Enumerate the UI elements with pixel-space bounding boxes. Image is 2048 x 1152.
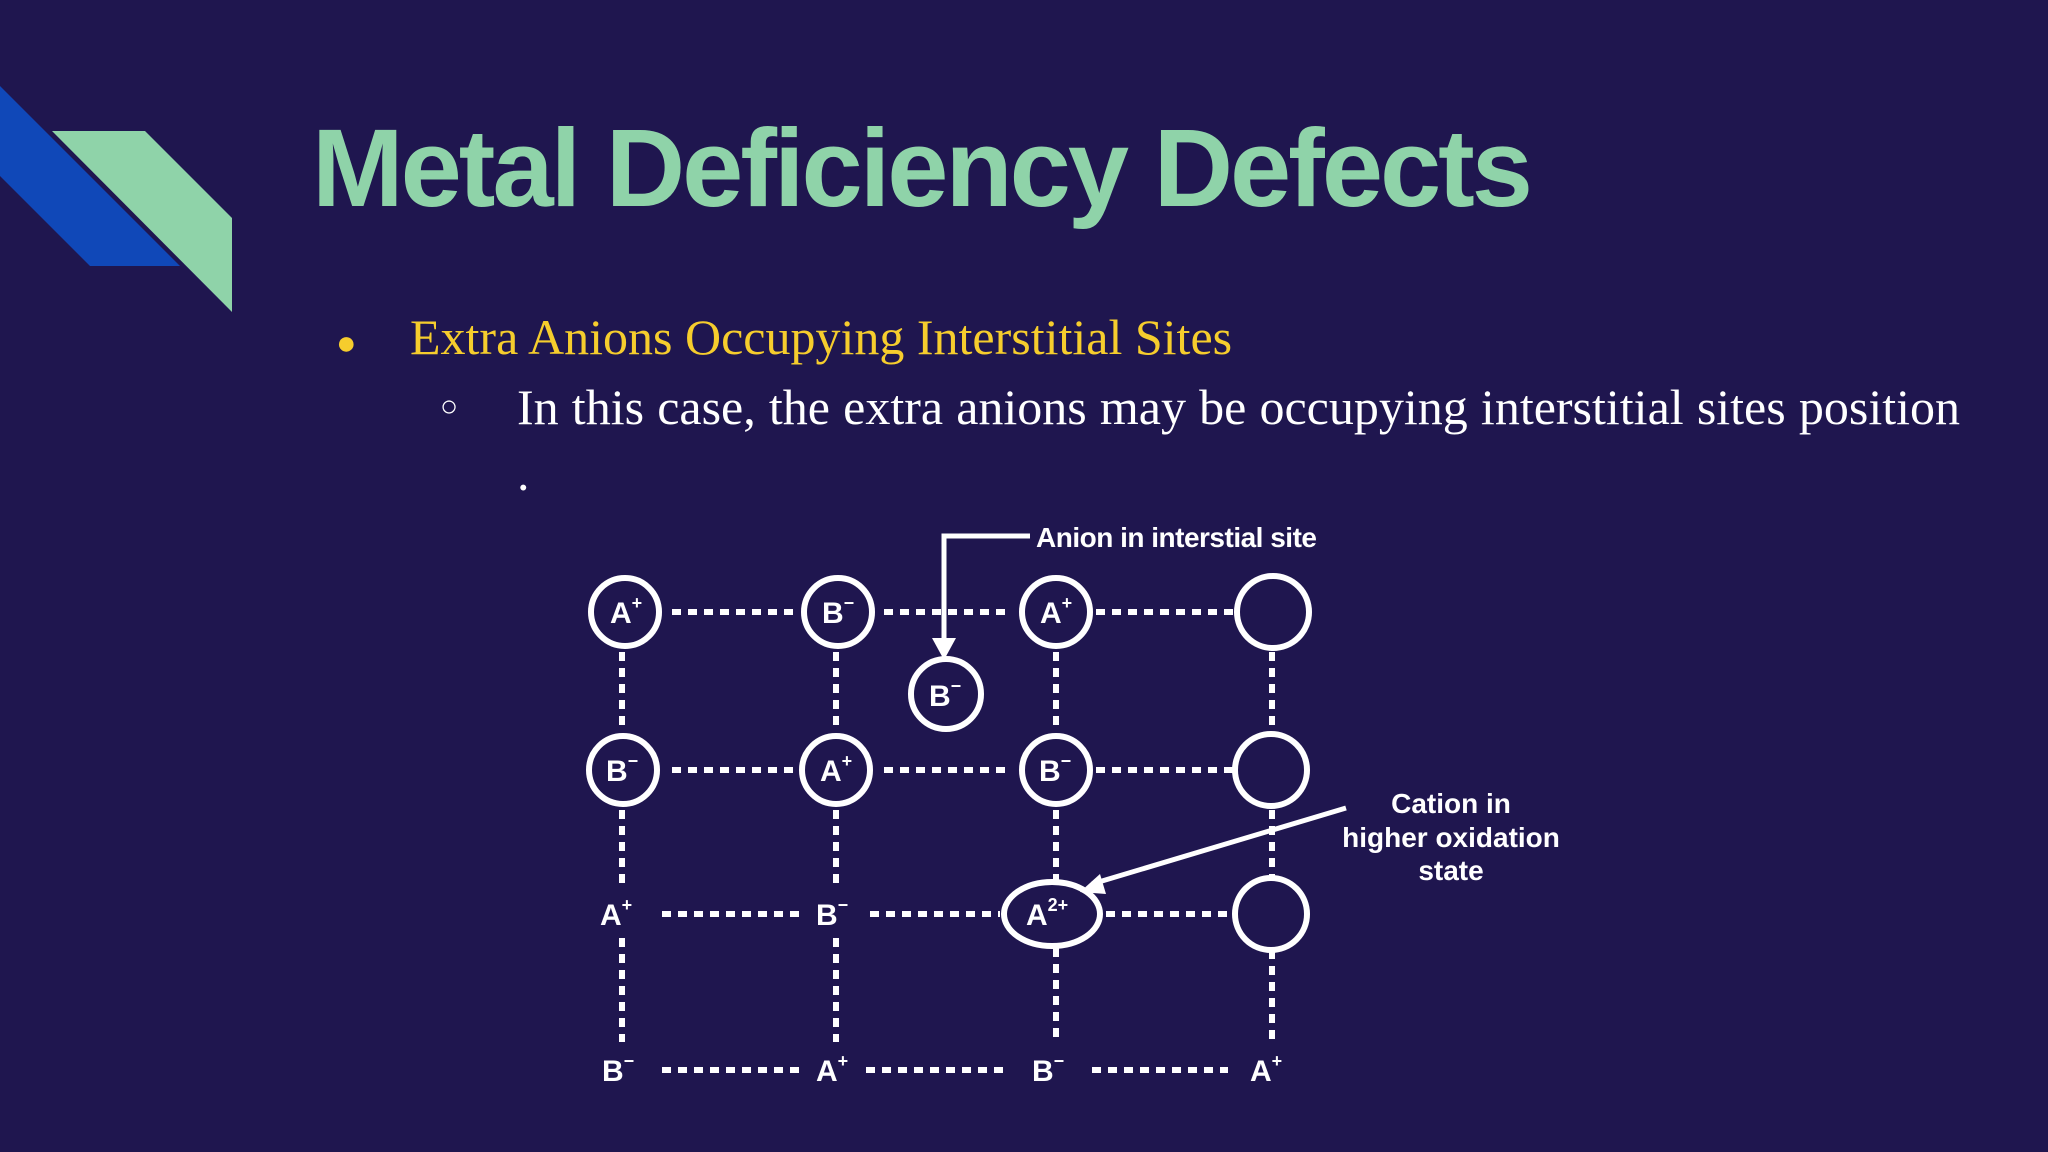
corner-decoration: [0, 86, 232, 312]
ion-circle: [1019, 733, 1093, 807]
ion-circle: [799, 733, 873, 807]
cation-pointer-arrow: [1080, 805, 1347, 894]
vacancy-circle: [1234, 573, 1312, 651]
ion-label-b-minus: B−: [606, 751, 638, 788]
bullet-marker: ●: [336, 325, 357, 362]
sub-bullet-item: ○ In this case, the extra anions may be …: [440, 374, 1960, 506]
lattice-bonds: [619, 609, 1275, 1073]
ion-label-b-minus: B−: [1039, 751, 1071, 788]
ion-label-b-minus: B−: [816, 895, 848, 932]
ion-circle: [801, 575, 875, 649]
ion-label-a-plus: A+: [600, 895, 632, 932]
ion-circles: [586, 573, 1312, 953]
ion-label-a-plus: A+: [1040, 593, 1072, 630]
bullet-item: ● Extra Anions Occupying Interstitial Si…: [336, 308, 1232, 366]
cation-label-line-3: state: [1418, 855, 1483, 886]
ion-label-a-plus: A+: [820, 751, 852, 788]
ion-circle: [588, 575, 662, 649]
sub-bullet-text: In this case, the extra anions may be oc…: [517, 379, 1960, 501]
cation-label: Cation in higher oxidation state: [1342, 788, 1560, 886]
crystal-lattice-diagram: A+ B− A+ B− B− A+ B− A+ B− A2+ B− A+ B− …: [586, 522, 1560, 1088]
ion-label-b-minus: B−: [1032, 1051, 1064, 1088]
vacancy-circle: [1232, 875, 1310, 953]
anion-interstitial-label: Anion in interstial site: [1036, 522, 1316, 553]
slide-title: Metal Deficiency Defects: [312, 107, 1533, 230]
ion-label-a-two-plus: A2+: [1026, 895, 1068, 932]
ion-label-b-minus: B−: [929, 676, 961, 713]
cation-label-line-1: Cation in: [1391, 788, 1511, 819]
anion-pointer-arrow: [932, 533, 1030, 660]
vacancy-circle: [1232, 731, 1310, 809]
ion-label-a-plus: A+: [816, 1051, 848, 1088]
ion-circle: [586, 733, 660, 807]
ion-label-b-minus: B−: [822, 593, 854, 630]
ion-labels: A+ B− A+ B− B− A+ B− A+ B− A2+ B− A+ B− …: [600, 593, 1282, 1088]
ion-label-a-plus: A+: [610, 593, 642, 630]
cation-label-line-2: higher oxidation: [1342, 822, 1560, 853]
ion-circle: [1019, 575, 1093, 649]
ion-label-b-minus: B−: [602, 1051, 634, 1088]
ion-label-a-plus: A+: [1250, 1051, 1282, 1088]
bullet-text: Extra Anions Occupying Interstitial Site…: [410, 309, 1233, 365]
higher-oxidation-cation-circle: [1001, 879, 1103, 949]
deco-blue-stripe: [0, 86, 180, 266]
deco-green-stripe: [52, 131, 232, 312]
sub-bullet-marker: ○: [440, 390, 459, 423]
interstitial-anion-circle: [908, 656, 984, 732]
